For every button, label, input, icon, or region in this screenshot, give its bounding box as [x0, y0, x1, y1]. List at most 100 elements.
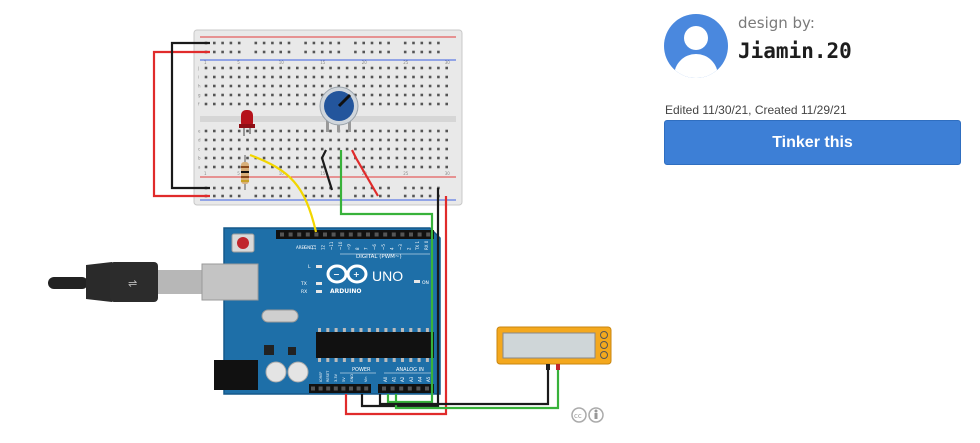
terminal-hole — [345, 147, 349, 151]
terminal-hole — [312, 147, 316, 151]
terminal-hole — [271, 129, 274, 133]
terminal-hole — [287, 66, 291, 70]
chip-pin — [367, 328, 371, 332]
terminal-hole — [387, 165, 390, 169]
terminal-hole — [345, 156, 349, 160]
wire-red-5v[interactable] — [344, 196, 448, 416]
display-module[interactable] — [496, 326, 612, 370]
user-avatar-icon[interactable] — [664, 14, 728, 78]
terminal-hole — [262, 156, 266, 160]
rail-hole — [337, 186, 341, 190]
tinker-this-button[interactable]: Tinker this — [664, 120, 961, 165]
terminal-hole — [445, 138, 448, 142]
terminal-hole — [437, 147, 440, 151]
rail-hole — [229, 194, 233, 198]
terminal-hole — [354, 129, 357, 133]
wire-red-rail-left[interactable] — [152, 50, 210, 198]
wire-black-pot[interactable] — [320, 149, 334, 191]
header-hole — [399, 386, 404, 391]
terminal-hole — [221, 147, 224, 151]
terminal-hole — [213, 75, 216, 79]
designer-label: design by: — [738, 14, 815, 32]
terminal-hole — [296, 156, 299, 160]
avatar-head — [684, 26, 708, 50]
header-hole — [341, 386, 346, 391]
terminal-hole — [312, 66, 316, 70]
terminal-hole — [246, 156, 249, 160]
wire-black-to-display[interactable] — [378, 370, 550, 406]
resistor-band-3 — [241, 176, 249, 178]
terminal-hole — [271, 66, 274, 70]
rail-hole — [279, 50, 282, 54]
display-screen — [502, 332, 596, 359]
terminal-hole — [213, 129, 216, 133]
reset-button[interactable] — [237, 237, 249, 249]
rail-hole — [271, 50, 274, 54]
terminal-hole — [279, 75, 282, 79]
terminal-hole — [213, 165, 216, 169]
wire-yellow-pin13[interactable] — [249, 153, 318, 233]
resistor[interactable] — [241, 155, 249, 190]
red-led[interactable] — [239, 110, 255, 136]
digital-pin-label: ~6 — [372, 244, 377, 250]
terminal-hole — [271, 102, 274, 106]
terminal-hole — [370, 138, 374, 142]
digital-pin-label: 8 — [355, 247, 360, 250]
terminal-hole — [213, 66, 216, 70]
header-hole — [326, 386, 331, 391]
terminal-hole — [204, 102, 208, 106]
rail-hole — [354, 50, 357, 54]
atmega-chip — [316, 332, 434, 358]
terminal-hole — [379, 93, 382, 97]
column-number: 10 — [279, 171, 285, 176]
terminal-hole — [337, 147, 341, 151]
terminal-hole — [420, 138, 424, 142]
wire-green-pot-to-a0[interactable] — [339, 150, 434, 404]
analog-pin-label: A3 — [409, 376, 414, 382]
chip-pin — [417, 328, 421, 332]
terminal-hole — [437, 129, 440, 133]
terminal-hole — [287, 156, 291, 160]
rail-hole — [213, 194, 216, 198]
rail-hole — [412, 186, 415, 190]
terminal-hole — [329, 66, 332, 70]
terminal-hole — [287, 147, 291, 151]
wire-red-pot[interactable] — [351, 149, 379, 197]
terminal-hole — [354, 147, 357, 151]
display-terminal-2 — [600, 341, 608, 349]
terminal-hole — [204, 93, 208, 97]
chip-pin — [417, 358, 421, 362]
terminal-hole — [403, 138, 407, 142]
l-label: L — [308, 264, 311, 270]
terminal-hole — [354, 75, 357, 79]
analog-pin-label: A2 — [400, 376, 405, 382]
rail-hole — [229, 41, 233, 45]
terminal-hole — [204, 75, 208, 79]
potentiometer[interactable] — [319, 86, 359, 132]
terminal-hole — [412, 165, 415, 169]
terminal-hole — [213, 93, 216, 97]
terminal-hole — [304, 66, 307, 70]
terminal-hole — [437, 165, 440, 169]
chip-pin — [342, 358, 346, 362]
rail-hole — [271, 186, 274, 190]
analog-pin-label: A4 — [417, 376, 422, 382]
terminal-hole — [213, 84, 216, 88]
wires[interactable] — [152, 41, 560, 416]
rail-hole — [362, 194, 365, 198]
terminal-hole — [362, 165, 365, 169]
terminal-hole — [271, 138, 274, 142]
header-hole — [374, 232, 379, 237]
terminal-hole — [420, 156, 424, 160]
designer-name[interactable]: Jiamin.20 — [738, 39, 852, 63]
terminal-hole — [204, 129, 208, 133]
wire-black-gnd[interactable] — [360, 188, 440, 408]
terminal-hole — [445, 165, 448, 169]
svg-text:RESET: RESET — [326, 370, 330, 382]
terminal-hole — [262, 84, 266, 88]
terminal-hole — [304, 84, 307, 88]
wire-black-rail-left[interactable] — [170, 41, 210, 190]
wire-green-to-display[interactable] — [394, 370, 560, 410]
